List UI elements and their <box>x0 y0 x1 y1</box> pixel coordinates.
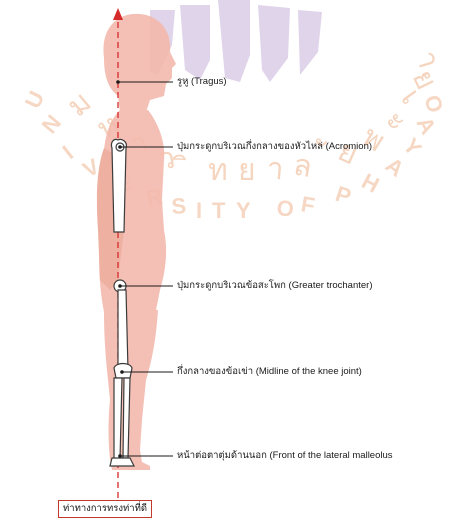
caption: ท่าทางการทรงท่าที่ดี <box>58 500 152 518</box>
svg-text:I: I <box>196 198 202 223</box>
svg-text:N: N <box>37 110 66 138</box>
foot-bones <box>110 458 134 466</box>
university-watermark: U N I V E R S I T Y O F P H A Y A O ม <box>20 0 448 223</box>
legs <box>104 310 158 470</box>
label-greater-trochanter: ปุ่มกระดูกบริเวณข้อสะโพก (Greater trocha… <box>177 280 373 292</box>
svg-text:T: T <box>212 198 226 223</box>
svg-text:H: H <box>358 168 384 198</box>
label-tragus: รูหู (Tragus) <box>177 76 227 88</box>
svg-text:F: F <box>299 191 317 218</box>
svg-text:I: I <box>58 140 78 163</box>
label-knee: กึ่งกลางของข้อเข่า (Midline of the knee … <box>177 366 362 378</box>
svg-text:ย: ย <box>238 153 256 188</box>
watermark-seal <box>150 0 322 82</box>
arrow-up-icon <box>113 8 123 20</box>
svg-text:ท: ท <box>208 153 228 188</box>
svg-text:U: U <box>20 87 49 112</box>
svg-text:O: O <box>419 92 448 116</box>
svg-text:P: P <box>332 181 354 209</box>
upper-arm-bone <box>111 139 126 232</box>
label-malleolus: หน้าต่อตาตุ่มด้านนอก (Front of the later… <box>177 450 393 462</box>
svg-text:Y: Y <box>236 198 251 223</box>
svg-text:ล: ล <box>291 147 315 185</box>
tibia-bone <box>114 378 122 460</box>
svg-text:O: O <box>275 195 295 222</box>
svg-text:า: า <box>265 151 285 187</box>
svg-text:S: S <box>171 193 187 219</box>
femur-bone <box>118 290 128 370</box>
label-acromion: ปุ่มกระดูกบริเวณกึ่งกลางของหัวไหล่ (Acro… <box>177 141 372 153</box>
